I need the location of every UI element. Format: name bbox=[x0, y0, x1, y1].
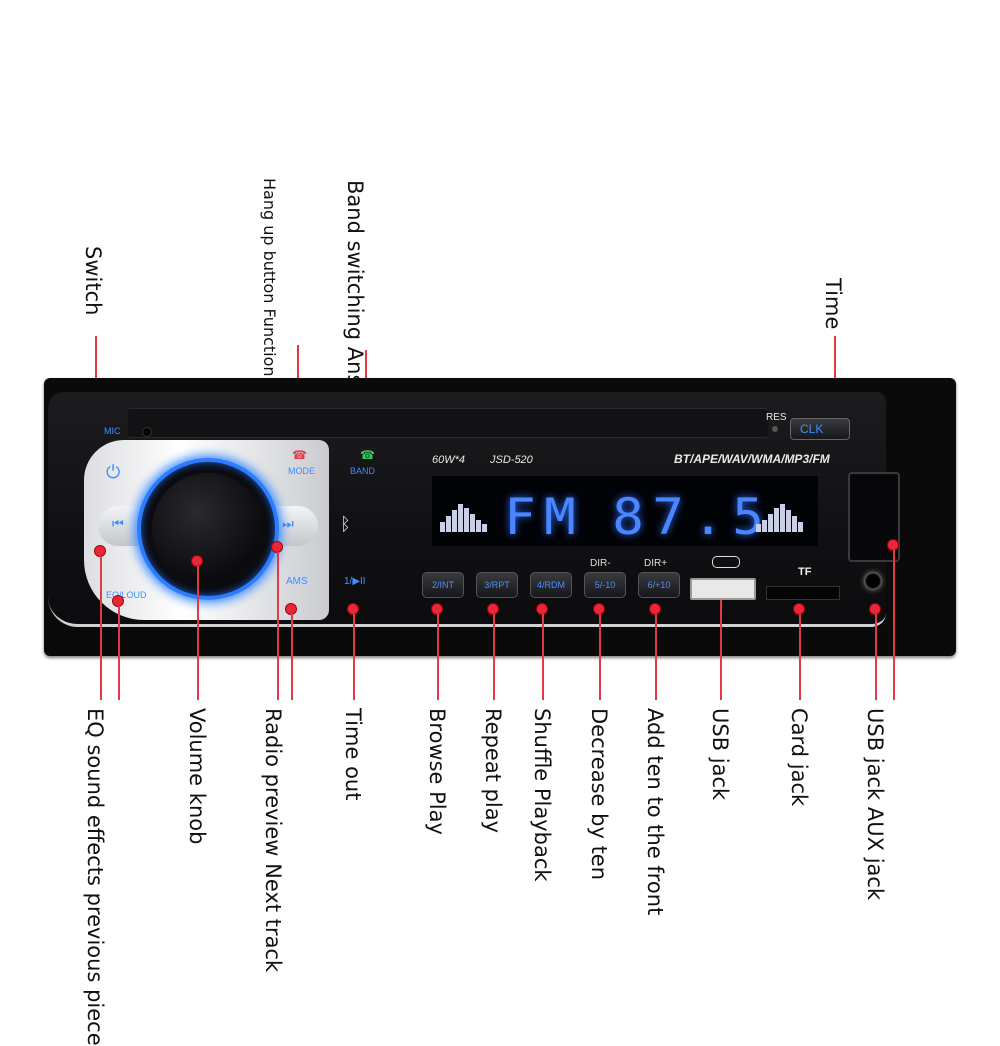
label-band-line1: Band switching bbox=[343, 180, 367, 341]
leader-add bbox=[655, 614, 657, 700]
marker-aux bbox=[870, 604, 880, 614]
leader-usb-front bbox=[893, 550, 895, 700]
leader-prev bbox=[118, 606, 120, 700]
lcd-display bbox=[432, 476, 818, 546]
label-switch: Switch bbox=[81, 246, 105, 316]
eq-loud-label[interactable]: EQ/LOUD bbox=[106, 590, 147, 600]
marker-shuffle bbox=[537, 604, 547, 614]
volume-knob[interactable] bbox=[152, 473, 264, 585]
leader-next bbox=[277, 552, 279, 700]
leader-card bbox=[799, 614, 801, 700]
answer-icon: ☎ bbox=[360, 448, 375, 462]
marker-add bbox=[650, 604, 660, 614]
label-usb-jack: USB jack bbox=[708, 708, 732, 801]
aux-jack[interactable] bbox=[860, 568, 886, 594]
leader-usb bbox=[720, 600, 722, 700]
marker-timeout bbox=[348, 604, 358, 614]
label-eq: EQ sound effects previous piece bbox=[83, 708, 107, 1046]
display-band: FM bbox=[504, 488, 585, 546]
label-card-jack: Card jack bbox=[787, 708, 811, 807]
marker-repeat bbox=[488, 604, 498, 614]
leader-ams bbox=[291, 614, 293, 700]
label-radio: Radio preview Next track bbox=[261, 708, 285, 973]
label-eq-line2: previous piece bbox=[83, 892, 107, 1046]
label-usb-aux-line2: AUX jack bbox=[863, 806, 887, 901]
marker-decrease bbox=[594, 604, 604, 614]
display-frequency: 87.5 bbox=[612, 488, 773, 546]
clk-button[interactable] bbox=[790, 418, 850, 440]
marker-ams bbox=[286, 604, 296, 614]
res-label: RES bbox=[766, 412, 787, 423]
preset-2-int[interactable]: 2/INT bbox=[422, 572, 464, 598]
model-number: JSD-520 bbox=[490, 454, 533, 466]
label-browse: Browse Play bbox=[425, 708, 449, 835]
label-usb-aux-line1: USB jack bbox=[863, 708, 887, 801]
band-label: BAND bbox=[350, 466, 376, 476]
eq-bars-left bbox=[440, 504, 504, 536]
label-usb-aux: USB jack AUX jack bbox=[863, 708, 887, 901]
label-add: Add ten to the front bbox=[643, 708, 667, 916]
leader-shuffle bbox=[542, 614, 544, 700]
eq-bars-right bbox=[756, 504, 820, 536]
label-decrease: Decrease by ten bbox=[587, 708, 611, 881]
leader-browse bbox=[437, 614, 439, 700]
leader-aux bbox=[875, 614, 877, 700]
leader-volume bbox=[197, 566, 199, 700]
power-rating: 60W*4 bbox=[432, 454, 466, 466]
dir-minus-label: DIR- bbox=[590, 558, 611, 569]
marker-volume bbox=[192, 556, 202, 566]
dir-plus-label: DIR+ bbox=[644, 558, 668, 569]
preset-4-rdm[interactable]: 4/RDM bbox=[530, 572, 572, 598]
label-eq-line1: EQ sound effects bbox=[83, 708, 107, 886]
preset-6-plus10[interactable]: 6/+10 bbox=[638, 572, 680, 598]
label-time: Time bbox=[821, 278, 845, 330]
label-repeat: Repeat play bbox=[481, 708, 505, 834]
leader-repeat bbox=[493, 614, 495, 700]
leader-eq bbox=[100, 556, 102, 700]
bluetooth-icon: ᛒ bbox=[340, 514, 351, 534]
play-pause-label: 1/▶II bbox=[344, 576, 366, 587]
mode-label: MODE bbox=[288, 466, 315, 476]
clk-label: CLK bbox=[800, 422, 824, 436]
label-timeout: Time out bbox=[341, 708, 365, 801]
label-volume: Volume knob bbox=[185, 708, 209, 845]
leader-timeout bbox=[353, 614, 355, 700]
preset-5-minus10[interactable]: 5/-10 bbox=[584, 572, 626, 598]
prev-track-icon: ⏮ bbox=[112, 516, 124, 531]
marker-browse bbox=[432, 604, 442, 614]
usb-symbol-icon bbox=[712, 556, 740, 568]
hangup-icon: ☎ bbox=[292, 448, 307, 462]
leader-decrease bbox=[599, 614, 601, 700]
supported-formats: BT/APE/WAV/WMA/MP3/FM bbox=[674, 452, 830, 466]
usb-port-front[interactable] bbox=[848, 472, 900, 562]
label-shuffle: Shuffle Playback bbox=[530, 708, 554, 882]
label-radio-line1: Radio preview bbox=[261, 708, 285, 857]
preset-3-rpt[interactable]: 3/RPT bbox=[476, 572, 518, 598]
mic-hole bbox=[142, 427, 152, 437]
usb-port[interactable] bbox=[690, 578, 756, 600]
power-icon[interactable]: ⏻ bbox=[106, 462, 121, 482]
ams-label: AMS bbox=[286, 576, 308, 587]
label-hangup-line1: Hang up button bbox=[260, 178, 279, 304]
next-track-icon: ⏭ bbox=[282, 516, 294, 531]
marker-prev bbox=[113, 596, 123, 606]
marker-next bbox=[272, 542, 282, 552]
res-button[interactable] bbox=[772, 426, 778, 432]
label-radio-line2: Next track bbox=[261, 863, 285, 973]
mic-label: MIC bbox=[104, 426, 121, 436]
cd-slot bbox=[128, 408, 768, 438]
marker-usb-front bbox=[888, 540, 898, 550]
tf-label: TF bbox=[798, 566, 812, 578]
marker-card bbox=[794, 604, 804, 614]
tf-card-slot[interactable] bbox=[766, 586, 840, 600]
marker-eq bbox=[95, 546, 105, 556]
